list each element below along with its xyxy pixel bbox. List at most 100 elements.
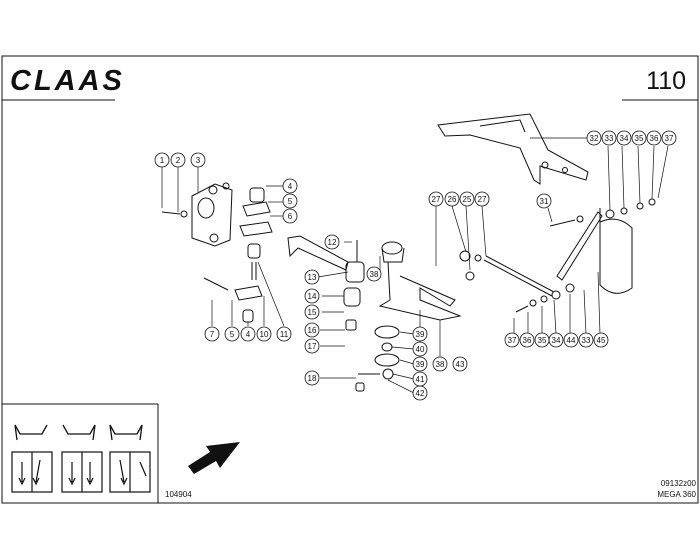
- callout: 35: [631, 130, 647, 146]
- svg-text:34: 34: [552, 336, 561, 345]
- callout: 34: [548, 332, 564, 348]
- callout: 25: [459, 191, 475, 207]
- callout: 16: [304, 322, 320, 338]
- callout: 17: [304, 338, 320, 354]
- svg-text:37: 37: [665, 134, 674, 143]
- svg-text:35: 35: [635, 134, 644, 143]
- svg-text:44: 44: [567, 336, 576, 345]
- callout: 33: [601, 130, 617, 146]
- callout: 27: [428, 191, 444, 207]
- callout: 1: [154, 152, 170, 168]
- callout: 43: [452, 356, 468, 372]
- svg-text:39: 39: [416, 330, 425, 339]
- svg-text:36: 36: [523, 336, 532, 345]
- svg-text:31: 31: [540, 197, 549, 206]
- svg-text:42: 42: [416, 389, 425, 398]
- callout: 36: [646, 130, 662, 146]
- footer-model: MEGA 360: [657, 490, 696, 499]
- callout: 26: [444, 191, 460, 207]
- callout: 31: [536, 193, 552, 209]
- svg-text:37: 37: [508, 336, 517, 345]
- svg-text:10: 10: [260, 330, 269, 339]
- svg-text:26: 26: [448, 195, 457, 204]
- svg-text:16: 16: [308, 326, 317, 335]
- callout: 38: [432, 356, 448, 372]
- callout: 38: [366, 266, 382, 282]
- cylinder-tube-part: [599, 208, 633, 294]
- svg-text:6: 6: [288, 212, 293, 221]
- assembly-drawing: [161, 113, 656, 392]
- footer-right-code: 09132z00: [661, 479, 697, 488]
- callout: 33: [578, 332, 594, 348]
- svg-text:11: 11: [280, 330, 289, 339]
- page-number: 110: [646, 67, 686, 95]
- svg-text:39: 39: [416, 360, 425, 369]
- callout: 39: [412, 356, 428, 372]
- callout: 5: [224, 326, 240, 342]
- svg-text:36: 36: [650, 134, 659, 143]
- svg-text:17: 17: [308, 342, 317, 351]
- callout: 18: [304, 370, 320, 386]
- callout: 13: [304, 269, 320, 285]
- svg-text:34: 34: [620, 134, 629, 143]
- callout: 27: [474, 191, 490, 207]
- callout: 6: [282, 208, 298, 224]
- callout: 7: [204, 326, 220, 342]
- callout: 37: [504, 332, 520, 348]
- long-strut-part: [556, 211, 603, 281]
- callout: 2: [170, 152, 186, 168]
- svg-text:5: 5: [288, 197, 293, 206]
- callout: 40: [412, 341, 428, 357]
- svg-text:7: 7: [210, 330, 215, 339]
- svg-text:45: 45: [597, 336, 606, 345]
- callout: 45: [593, 332, 609, 348]
- callout: 44: [563, 332, 579, 348]
- svg-text:27: 27: [432, 195, 441, 204]
- svg-text:32: 32: [590, 134, 599, 143]
- legend-mower-shapes: [14, 424, 143, 441]
- orientation-legend: [2, 403, 159, 503]
- callout: 14: [304, 288, 320, 304]
- svg-text:33: 33: [605, 134, 614, 143]
- callout: 36: [519, 332, 535, 348]
- callout: 41: [412, 371, 428, 387]
- svg-text:27: 27: [478, 195, 487, 204]
- leader-lines: [161, 137, 669, 394]
- mounting-plate-part: [191, 183, 233, 247]
- page-frame: [1, 55, 699, 504]
- callout: 5: [282, 193, 298, 209]
- svg-text:43: 43: [456, 360, 465, 369]
- svg-text:41: 41: [416, 375, 425, 384]
- callout: 12: [324, 234, 340, 250]
- callout: 37: [661, 130, 677, 146]
- svg-text:38: 38: [436, 360, 445, 369]
- svg-text:4: 4: [288, 182, 293, 191]
- svg-text:14: 14: [308, 292, 317, 301]
- svg-text:4: 4: [246, 330, 251, 339]
- callout: 34: [616, 130, 632, 146]
- svg-text:33: 33: [582, 336, 591, 345]
- svg-text:18: 18: [308, 374, 317, 383]
- svg-text:12: 12: [328, 238, 337, 247]
- callout: 4: [282, 178, 298, 194]
- svg-text:2: 2: [176, 156, 181, 165]
- callout: 15: [304, 304, 320, 320]
- callout: 11: [276, 326, 292, 342]
- svg-text:15: 15: [308, 308, 317, 317]
- legend-arrow-grid: [11, 451, 151, 493]
- tie-rod-part: [483, 259, 553, 297]
- footer-left-code: 104904: [165, 490, 192, 499]
- svg-text:5: 5: [230, 330, 235, 339]
- callout-layer: 1 2 3 4 5 6 4 5 7 10 11 12 13 14 15 16 1…: [154, 130, 677, 401]
- brand-logo: CLAAS: [10, 65, 125, 97]
- svg-text:35: 35: [538, 336, 547, 345]
- svg-text:38: 38: [370, 270, 379, 279]
- svg-text:3: 3: [196, 156, 201, 165]
- callout: 39: [412, 326, 428, 342]
- callout: 3: [190, 152, 206, 168]
- callout: 35: [534, 332, 550, 348]
- svg-text:40: 40: [416, 345, 425, 354]
- callout: 32: [586, 130, 602, 146]
- callout: 42: [412, 385, 428, 401]
